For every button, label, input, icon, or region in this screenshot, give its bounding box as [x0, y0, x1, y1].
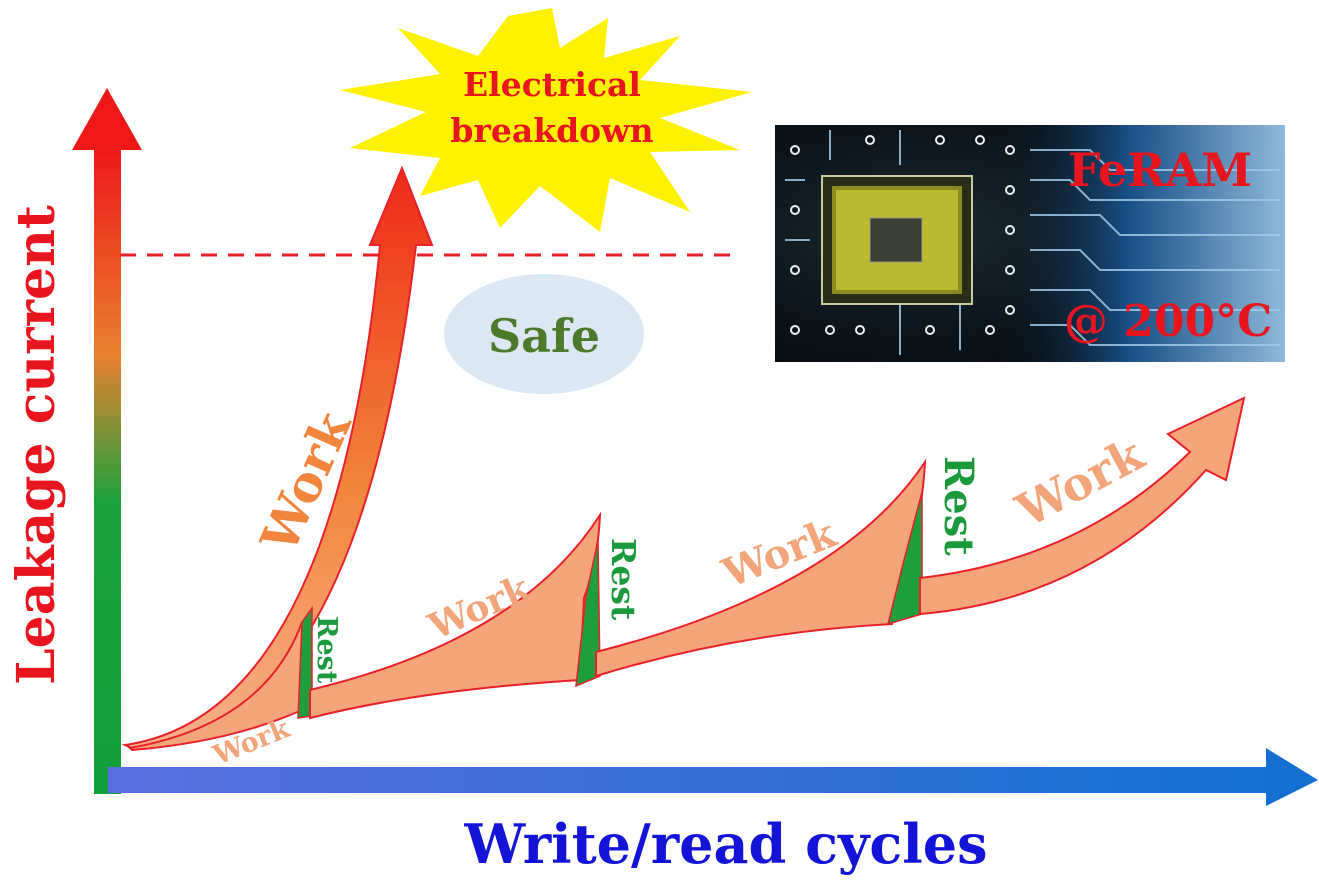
chip-die — [869, 217, 923, 263]
burst-line-1: Electrical — [463, 65, 641, 104]
y-axis — [72, 88, 142, 794]
rest-segment-1 — [297, 605, 313, 719]
circuit-pads — [790, 135, 1015, 335]
rest-segment-2 — [575, 539, 601, 688]
safe-label: Safe — [488, 309, 600, 363]
x-axis — [108, 748, 1318, 806]
work-arrow-continuous — [121, 165, 434, 750]
y-axis-label: Leakage current — [6, 205, 67, 685]
rest-label-2: Rest — [604, 538, 643, 621]
rest-label-1: Rest — [311, 616, 342, 684]
burst-line-2: breakdown — [450, 111, 653, 150]
chip-temperature: @ 200°C — [1064, 296, 1272, 347]
x-axis-arrowhead — [1266, 748, 1318, 806]
rest-label-3: Rest — [935, 456, 982, 556]
breakdown-burst: Electrical breakdown — [340, 8, 752, 232]
circuit-traces — [785, 130, 1280, 355]
safe-zone: Safe — [444, 274, 644, 394]
rest-segment-3 — [886, 491, 923, 626]
y-axis-arrowhead — [72, 88, 142, 150]
feram-chip-image: FeRAM @ 200°C — [775, 125, 1285, 362]
work-segment-4 — [919, 396, 1246, 616]
chip-title: FeRAM — [1068, 143, 1252, 197]
x-axis-label: Write/read cycles — [464, 812, 988, 876]
